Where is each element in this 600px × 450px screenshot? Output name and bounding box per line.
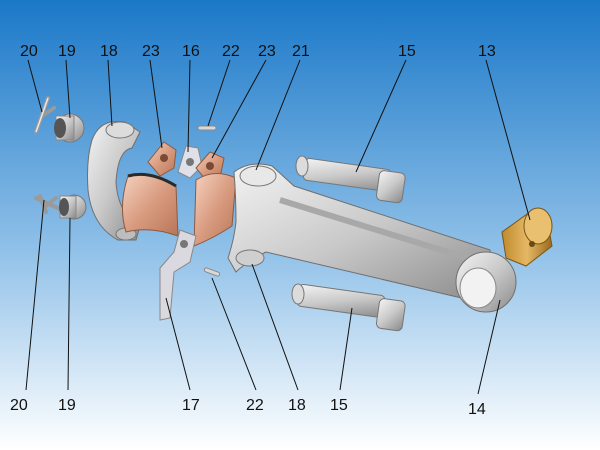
callout-18-bottom: 18 (288, 397, 306, 414)
callout-19-bottom: 19 (58, 397, 76, 414)
callout-21: 21 (292, 43, 310, 60)
bolt-top (295, 155, 406, 204)
split-pin-top (34, 96, 56, 134)
callout-22-bottom: 22 (246, 397, 264, 414)
locking-plate-top (177, 145, 203, 179)
callout-15-bottom: 15 (330, 397, 348, 414)
callout-14: 14 (468, 401, 486, 418)
small-end-bushing (501, 207, 553, 267)
bearing-cap (87, 120, 141, 241)
callout-23-right: 23 (258, 43, 276, 60)
bearing-shell-right (193, 173, 237, 247)
dowel-pin-top (197, 125, 217, 131)
callout-20-top: 20 (20, 43, 38, 60)
callout-13: 13 (478, 43, 496, 60)
callout-15-top: 15 (398, 43, 416, 60)
dowel-pin-bottom (203, 267, 221, 277)
callout-18-top: 18 (100, 43, 118, 60)
callout-16: 16 (182, 43, 200, 60)
callout-23-left: 23 (142, 43, 160, 60)
callout-19-top: 19 (58, 43, 76, 60)
connecting-rod (227, 163, 517, 313)
bearing-shell-left (122, 172, 179, 237)
callout-17: 17 (182, 397, 200, 414)
leader-lines (25, 59, 531, 395)
callout-labels: 20 19 18 23 16 22 23 21 15 13 20 19 17 2… (10, 43, 496, 418)
callout-20-bottom: 20 (10, 397, 28, 414)
callout-22-top: 22 (222, 43, 240, 60)
split-pin-bottom (34, 194, 64, 214)
castle-nut-top (54, 113, 85, 143)
bolt-bottom (291, 283, 406, 332)
locking-plate-bottom (159, 229, 197, 321)
castle-nut-bottom (59, 194, 87, 220)
